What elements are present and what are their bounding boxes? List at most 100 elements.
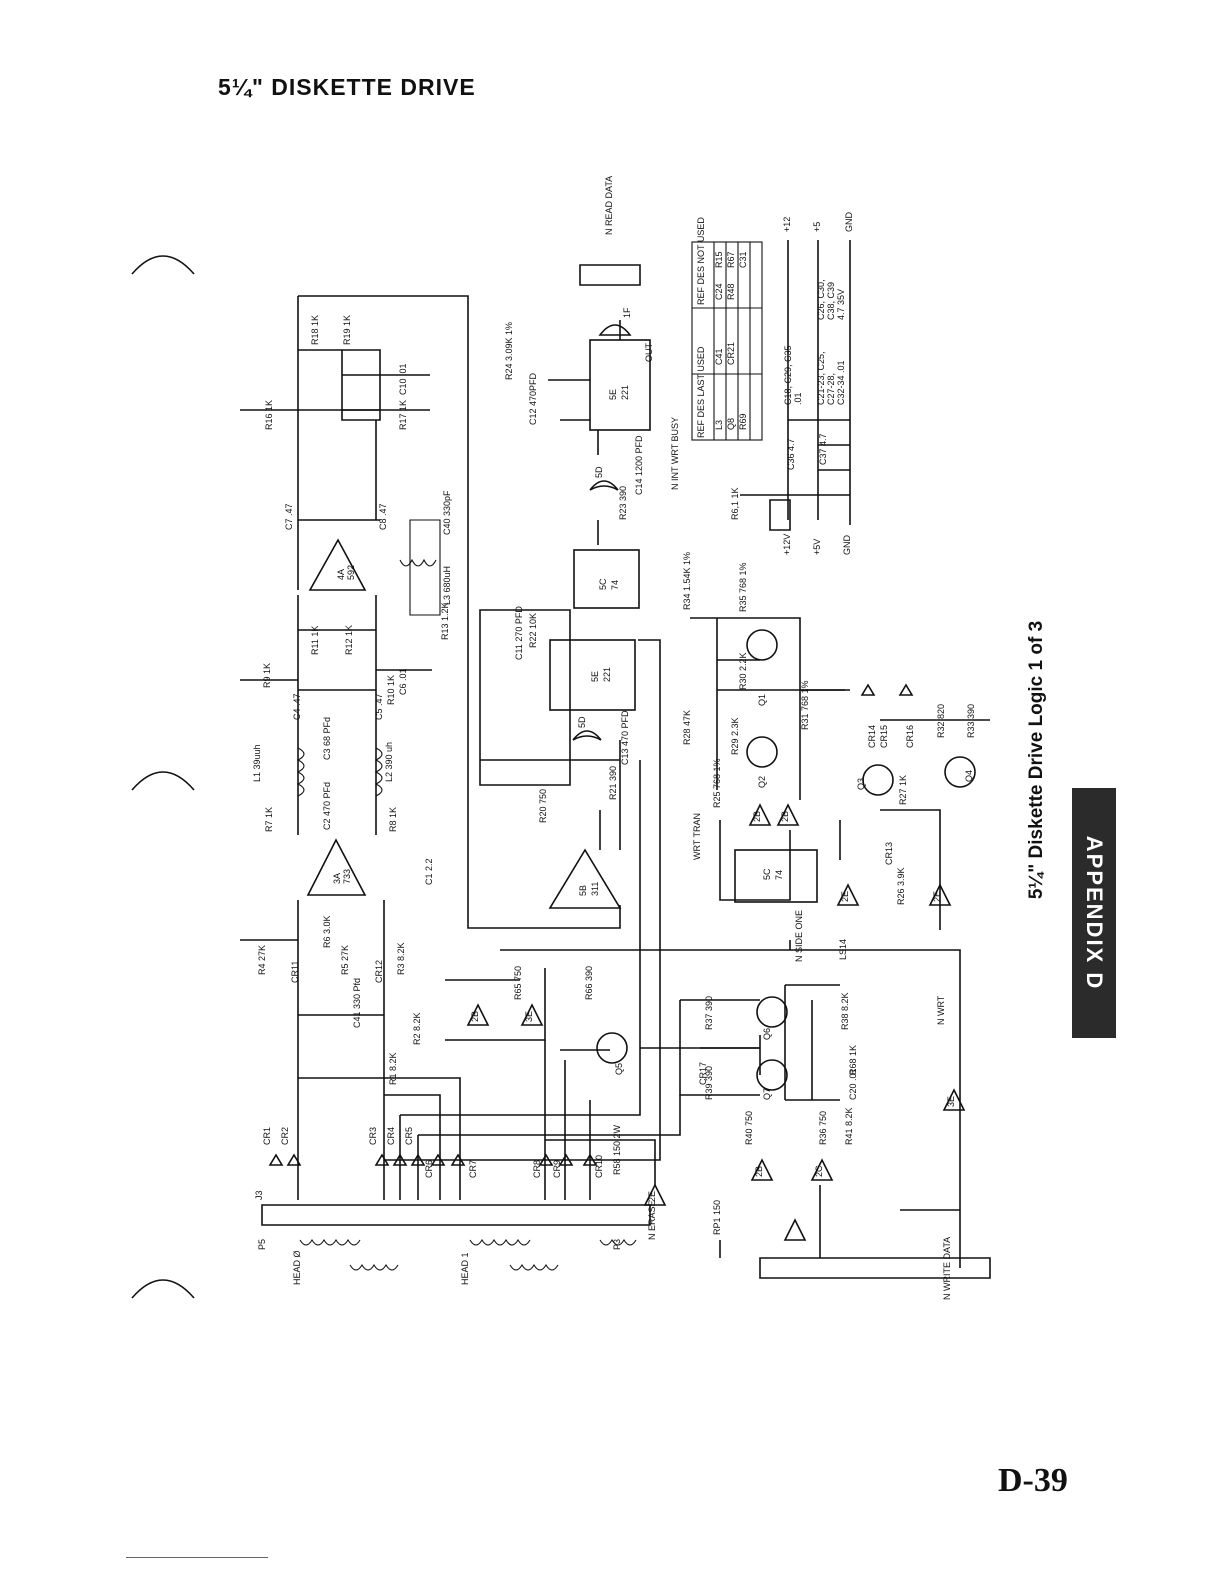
gate-label: 5D (577, 716, 587, 728)
component-label: R68 1K (848, 1045, 858, 1075)
component-label: R9 1K (262, 663, 272, 688)
amplifiers (306, 538, 622, 909)
gate-label: 2B (754, 1166, 764, 1177)
component-label: R22 10K (528, 613, 538, 648)
page-title: 5¼" DISKETTE DRIVE (218, 74, 476, 100)
component-label: R10 1K (386, 675, 396, 705)
component-label: CR11 (290, 961, 300, 983)
component-label: CR10 (594, 1155, 604, 1178)
label-read-data: N READ DATA (604, 176, 614, 235)
component-label: RP1 150 (712, 1200, 722, 1235)
component-label: R20 750 (538, 789, 548, 823)
component-label: CR15 (879, 725, 889, 748)
table-cell-cr21: CR21 (726, 342, 736, 365)
gate-label: 2B (780, 811, 790, 822)
component-label: R27 1K (898, 775, 908, 805)
component-label: R29 2.3K (730, 717, 740, 755)
label-ic-5c-a-part: 74 (610, 580, 620, 590)
gate-label: 5D (594, 466, 604, 478)
label-caps-note-f: C26, C30, (816, 279, 826, 320)
component-label: R2 8.2K (412, 1012, 422, 1045)
component-label: R34 1.54K 1% (682, 552, 692, 610)
component-label: C13 470 PFD (620, 710, 630, 765)
component-label: R19 1K (342, 315, 352, 345)
component-label: R1 8.2K (388, 1052, 398, 1085)
footer-rule (126, 1557, 268, 1558)
label-ic-5e-b: 5E (590, 671, 600, 682)
component-label: R40 750 (744, 1111, 754, 1145)
appendix-tab-label: APPENDIX D (1082, 835, 1107, 991)
component-label: R17 1K (398, 400, 408, 430)
table-cell-c41: C41 (714, 348, 724, 365)
component-label: Q2 (757, 776, 767, 788)
component-label: CR17 (698, 1062, 708, 1085)
component-label: C10 .01 (398, 363, 408, 395)
table-cell-r15: R15 (714, 251, 724, 268)
component-label: C41 330 Pfd (352, 978, 362, 1028)
component-label: CR6 (424, 1160, 434, 1178)
component-label: R4 27K (257, 945, 267, 975)
label-caps-note-a: C18, C29, C35 (783, 345, 793, 405)
component-label: C7 .47 (284, 503, 294, 530)
label-ic-5c-a: 5C (598, 578, 608, 590)
component-label: R18 1K (310, 315, 320, 345)
component-label: CR7 (468, 1160, 478, 1178)
component-label: C2 470 PFd (322, 782, 332, 830)
label-j2-12v: +12V (782, 534, 792, 555)
label-caps-note-b: .01 (793, 392, 803, 405)
component-label: Q3 (856, 778, 866, 790)
gate-label: 2E (932, 891, 942, 902)
label-caps-note-d: C27-28, (826, 373, 836, 405)
gate-label: 2E (840, 891, 850, 902)
component-label: C40 330pF (442, 490, 452, 535)
component-label: CR14 (867, 725, 877, 748)
label-caps-note-h: 4.7 35V (836, 289, 846, 320)
component-label: R58 150 2W (612, 1124, 622, 1175)
component-label: R65 750 (513, 966, 523, 1000)
component-label: R8 1K (388, 807, 398, 832)
component-label: R6,1 1K (730, 487, 740, 520)
component-label: C1 2.2 (424, 858, 434, 885)
component-label: R31 768 1% (800, 680, 810, 730)
component-label: CR13 (884, 842, 894, 865)
label-wrt: N WRT (936, 995, 946, 1025)
component-label: R28 47K (682, 710, 692, 745)
component-label: CR2 (280, 1127, 290, 1145)
component-label: R16 1K (264, 400, 274, 430)
component-label: R23 390 (618, 486, 628, 520)
binder-hole-arc-top (131, 255, 195, 275)
transistors (596, 629, 976, 1091)
schematic-labels: N READ DATA N SIDE ONE N WRITE DATA N ER… (254, 176, 952, 1300)
component-label: R7 1K (264, 807, 274, 832)
gate-label: 3E (946, 1096, 956, 1107)
schematic-wires (240, 240, 991, 1279)
label-head-1: HEAD 1 (460, 1252, 470, 1285)
table-cell-q8: Q8 (726, 418, 736, 430)
label-amp-5b-part: 311 (590, 882, 600, 896)
component-label: C12 470PFD (528, 372, 538, 425)
component-label: CR16 (905, 725, 915, 748)
component-label: Q1 (757, 694, 767, 706)
component-label: L2 390 uh (384, 742, 394, 782)
label-ic-5c-b: 5C (762, 868, 772, 880)
page-number: D-39 (998, 1462, 1068, 1499)
component-label: R24 3.09K 1% (504, 322, 514, 380)
component-label: CR12 (374, 960, 384, 983)
component-label: R6 3.0K (322, 915, 332, 948)
component-label: R13 1.2K (440, 602, 450, 640)
label-caps-note-g: C38, C39 (826, 282, 836, 320)
component-label: L1 39uuh (252, 744, 262, 782)
gate-label: 3E (524, 1011, 534, 1022)
component-label: R33 390 (966, 704, 976, 738)
label-j2-5v: +5V (812, 539, 822, 555)
table-cell-l3: L3 (714, 420, 724, 430)
gate-label: 1F (622, 307, 632, 318)
label-rail-gnd: GND (844, 212, 854, 233)
component-label: Q5 (614, 1063, 624, 1075)
label-rail-5: +5 (812, 222, 822, 232)
component-label: R3 8.2K (396, 942, 406, 975)
label-write-data: N WRITE DATA (942, 1237, 952, 1300)
component-label: Q6 (762, 1028, 772, 1040)
